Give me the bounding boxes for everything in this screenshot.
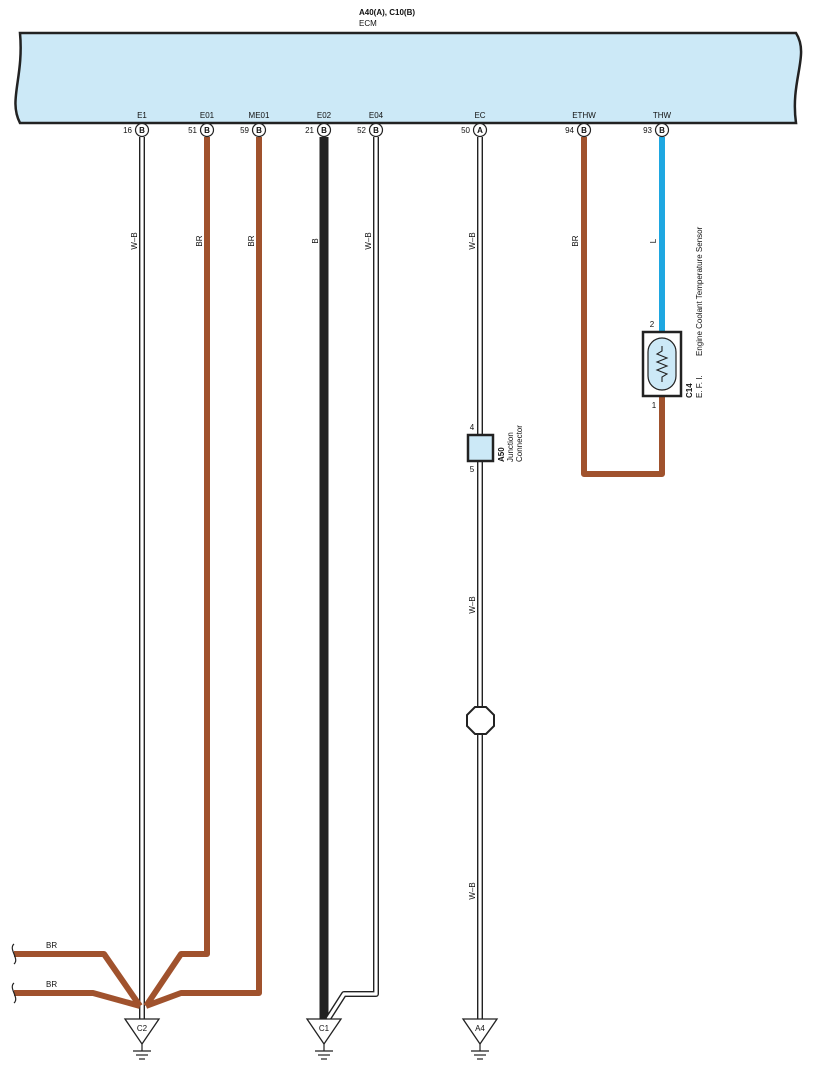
pin-number: 21: [305, 126, 314, 135]
pin-name: EC: [474, 111, 485, 120]
wire-label-ec-lower: W–B: [468, 882, 477, 899]
wire-label-e01: BR: [195, 235, 204, 246]
pin-connector: B: [581, 126, 587, 135]
sensor-name: Engine Coolant Temperature Sensor: [695, 226, 704, 356]
wire-label-ec-mid: W–B: [468, 596, 477, 613]
pin-connector: B: [204, 126, 210, 135]
sensor-pin-bottom: 1: [652, 401, 657, 410]
pin-name: E1: [137, 111, 147, 120]
thermistor-icon: [655, 346, 669, 382]
pin-thw: 93 B: [643, 122, 670, 138]
wire-label-e1: W–B: [130, 232, 139, 249]
ground-a4: A4: [461, 1018, 499, 1060]
junction-caption: A50 Junction Connector: [497, 425, 524, 462]
pin-number: 50: [461, 126, 470, 135]
ground-label: C1: [319, 1024, 330, 1033]
junction-code: A50: [497, 447, 506, 462]
pin-me01: 59 B: [240, 122, 267, 138]
pin-connector: B: [659, 126, 665, 135]
sensor-code: C14: [685, 383, 694, 398]
pin-name: ME01: [249, 111, 270, 120]
pin-name-group: E1 E01 ME01 E02 E04 EC ETHW THW: [137, 111, 671, 120]
splice-octagon: [466, 706, 495, 735]
pin-number: 16: [123, 126, 132, 135]
pin-e02: 21 B: [305, 122, 332, 138]
pin-connector: A: [477, 126, 483, 135]
junction-connector: 4 5: [466, 423, 495, 474]
ground-c1: C1: [305, 1018, 343, 1060]
wire-me01: [144, 137, 262, 1009]
wire-label-left-upper: BR: [46, 941, 57, 950]
pin-number: 52: [357, 126, 366, 135]
junction-pin-bottom: 5: [470, 465, 475, 474]
junction-name-line1: Junction: [506, 432, 515, 462]
wire-label-e04: W–B: [364, 232, 373, 249]
wire-left-upper: [14, 951, 143, 1008]
wire-e01: [143, 137, 210, 1008]
sensor-system: E. F. I.: [695, 375, 704, 398]
pin-connector: B: [139, 126, 145, 135]
wire-break-mark: [11, 982, 17, 1004]
pin-e1: 16 B: [123, 122, 150, 138]
wire-label-ethw: BR: [571, 235, 580, 246]
pin-number: 93: [643, 126, 652, 135]
pin-name: E02: [317, 111, 332, 120]
pin-number: 51: [188, 126, 197, 135]
wire-e04: [325, 137, 379, 1021]
ecm-label: ECM: [359, 19, 377, 28]
pin-name: E04: [369, 111, 384, 120]
pin-number: 94: [565, 126, 574, 135]
wire-break-mark: [11, 943, 17, 965]
pin-name: ETHW: [572, 111, 596, 120]
coolant-temp-sensor: 2 1: [641, 320, 683, 410]
wire-label-left-lower: BR: [46, 980, 57, 989]
wire-ethw: [581, 137, 665, 477]
wire-label-e02: B: [311, 238, 320, 243]
ecm-box: [14, 31, 803, 125]
pin-connector: B: [256, 126, 262, 135]
wire-label-me01: BR: [247, 235, 256, 246]
pin-e01: 51 B: [188, 122, 215, 138]
pin-name: E01: [200, 111, 215, 120]
ground-c2: C2: [123, 1018, 161, 1060]
pin-number: 59: [240, 126, 249, 135]
pin-connector: B: [373, 126, 379, 135]
sensor-pin-top: 2: [650, 320, 655, 329]
pin-ethw: 94 B: [565, 122, 592, 138]
junction-name-line2: Connector: [515, 425, 524, 462]
pin-ec: 50 A: [461, 122, 488, 138]
pin-connector: B: [321, 126, 327, 135]
ground-label: A4: [475, 1024, 485, 1033]
ecm-connector-ids: A40(A), C10(B): [359, 8, 415, 17]
wire-label-thw: L: [649, 238, 658, 243]
sensor-caption: C14 E. F. I. Engine Coolant Temperature …: [685, 226, 704, 398]
pin-name: THW: [653, 111, 672, 120]
wire-left-lower: [14, 990, 141, 1009]
wire-label-ec-upper: W–B: [468, 232, 477, 249]
ground-label: C2: [137, 1024, 148, 1033]
pin-e04: 52 B: [357, 122, 384, 138]
junction-pin-top: 4: [470, 423, 475, 432]
